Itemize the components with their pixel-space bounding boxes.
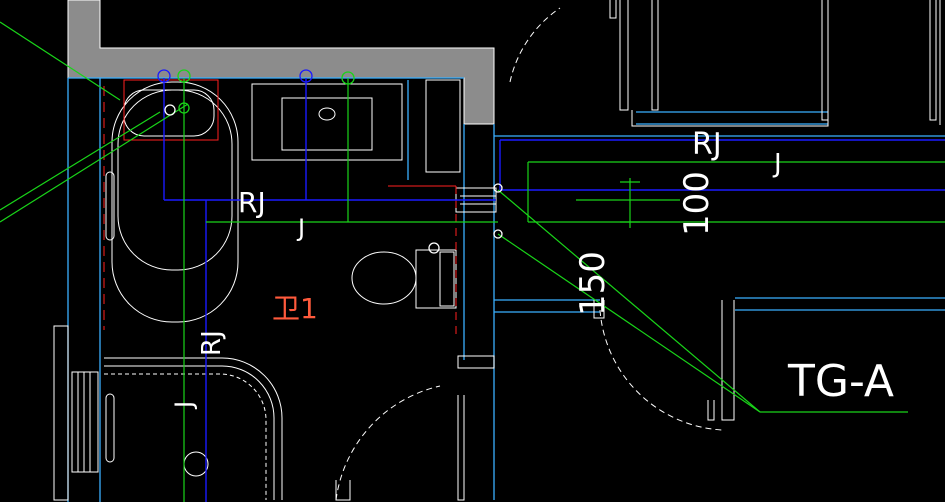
red-lines bbox=[103, 79, 457, 340]
fixtures bbox=[53, 0, 941, 501]
label-tg-a: TG-A bbox=[787, 356, 894, 407]
label-rj-vertical: RJ bbox=[197, 330, 227, 356]
label-rj-top-right: RJ bbox=[692, 127, 722, 162]
label-j-top-right: J bbox=[772, 149, 782, 179]
cyan-wall-lines bbox=[67, 77, 945, 502]
dimension-100: 100 bbox=[677, 171, 717, 236]
pipe-risers bbox=[157, 69, 503, 254]
green-pipes bbox=[0, 21, 945, 502]
room-mark: 卫1 bbox=[272, 292, 318, 325]
walls bbox=[67, 0, 495, 125]
label-j-vertical: J bbox=[170, 401, 198, 410]
dimension-150: 150 bbox=[573, 251, 613, 316]
label-rj-mid: RJ bbox=[238, 186, 266, 219]
blue-pipes bbox=[163, 78, 945, 502]
label-j-mid: J bbox=[296, 214, 305, 242]
annotations: RJ J RJ J RJ J 100 150 TG-A 卫1 bbox=[170, 127, 894, 410]
